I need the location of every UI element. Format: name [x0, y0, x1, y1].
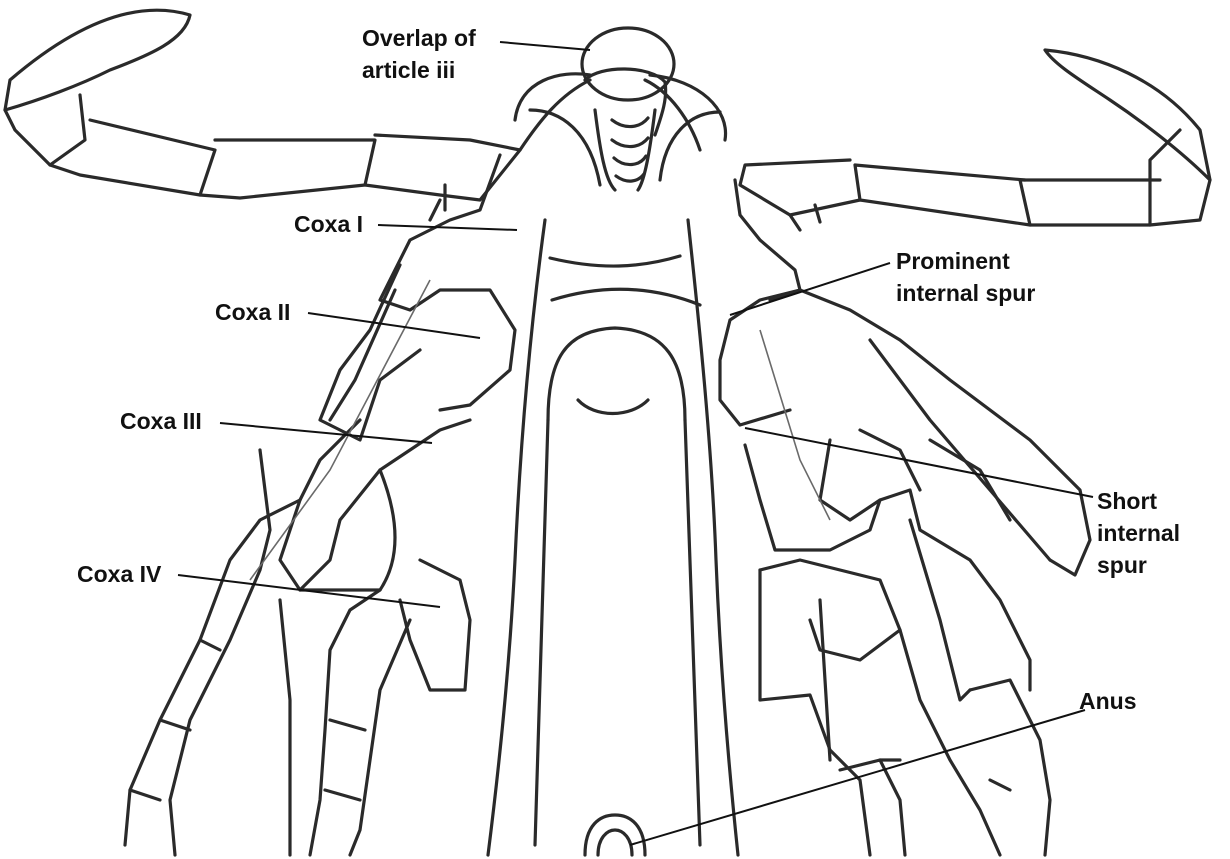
leader-anus [629, 709, 1086, 846]
label-short-line-2: internal [1097, 520, 1181, 546]
label-coxa-1: Coxa I [294, 211, 364, 237]
leader-coxa-2 [307, 312, 481, 339]
body-outline [486, 72, 740, 857]
label-prominent-line-2: internal spur [896, 280, 1036, 306]
left-leg-1 [3, 8, 522, 222]
left-leg-2 [318, 153, 517, 442]
left-leg-3 [123, 418, 472, 857]
label-short-line-1: Short [1097, 488, 1158, 514]
right-leg-4 [758, 558, 1052, 857]
label-coxa-2: Coxa II [215, 299, 291, 325]
label-overlap-line-2: article iii [362, 57, 456, 83]
leader-lines [177, 41, 1094, 846]
leader-short-spur [744, 427, 1094, 498]
leader-coxa-3 [219, 422, 433, 444]
overlap-circle [580, 26, 676, 102]
label-coxa-4: Coxa IV [77, 561, 162, 587]
label-coxa-3: Coxa III [120, 408, 202, 434]
label-prominent-line-1: Prominent [896, 248, 1010, 274]
anus-shape [583, 813, 647, 857]
label-anus: Anus [1079, 688, 1137, 714]
leader-prominent-spur [729, 262, 891, 316]
label-overlap: Overlap of article iii [362, 22, 476, 86]
label-prominent-spur: Prominent internal spur [896, 245, 1035, 309]
genital-area [533, 326, 702, 847]
leader-coxa-1 [377, 224, 518, 231]
label-short-spur: Short internal spur [1097, 485, 1180, 581]
label-short-line-3: spur [1097, 552, 1147, 578]
leader-coxa-4 [177, 574, 441, 608]
leader-overlap [499, 41, 591, 51]
right-leg-1 [738, 48, 1212, 232]
left-leg-4 [128, 558, 472, 857]
right-leg-2 [718, 178, 1092, 577]
faint-lines [249, 279, 831, 581]
capitulum [528, 26, 722, 192]
right-leg-3 [743, 428, 1032, 702]
label-overlap-line-1: Overlap of [362, 25, 476, 51]
